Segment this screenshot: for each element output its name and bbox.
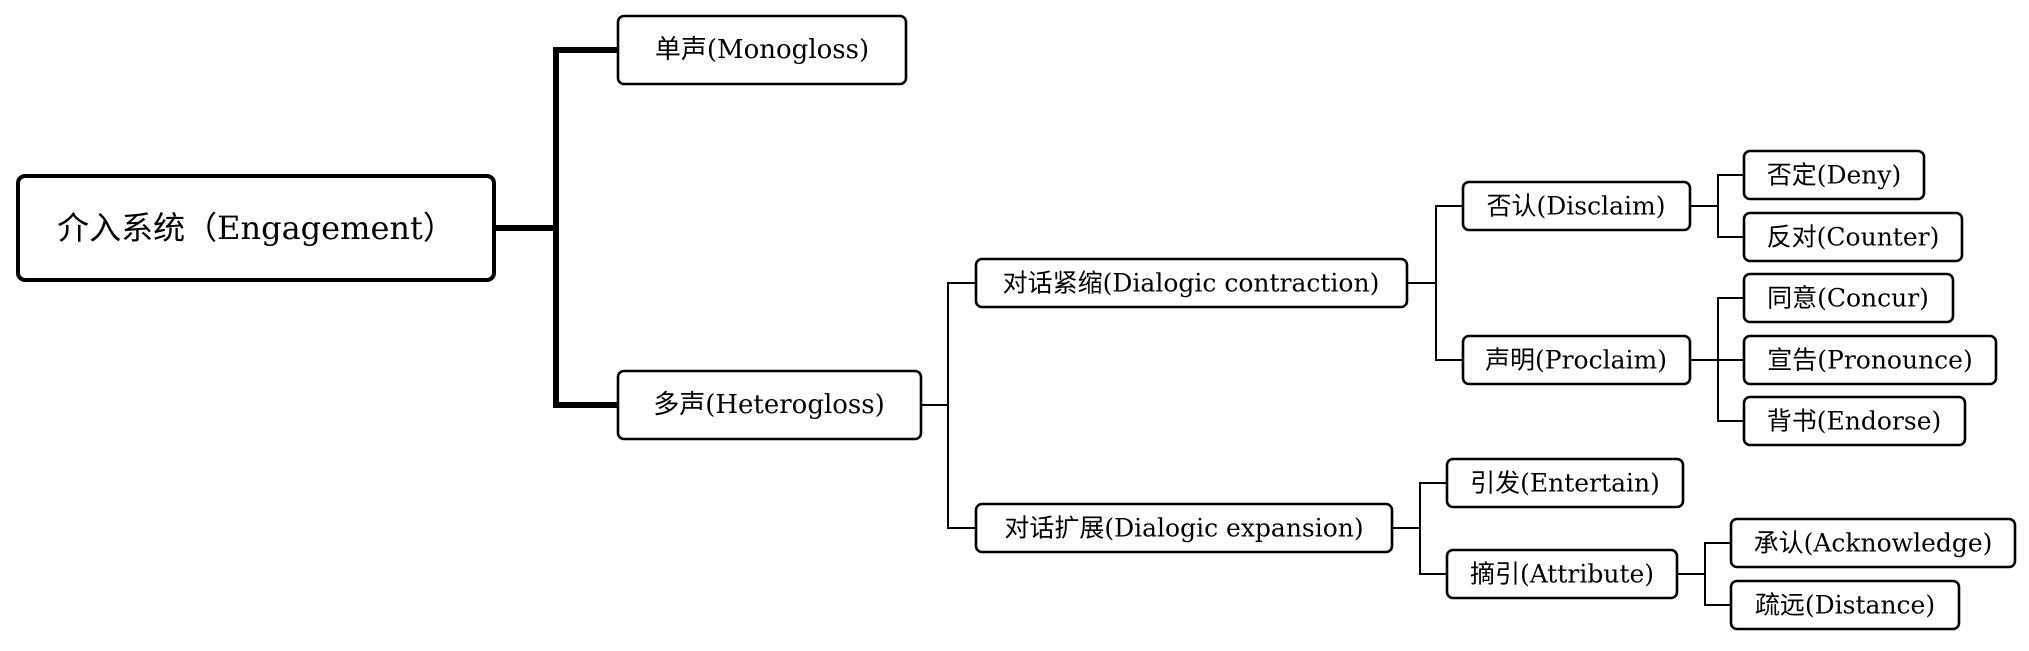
connectors-contraction [1406,205,1464,361]
node-label: 摘引(Attribute) [1470,560,1654,589]
node-label: 对话紧缩(Dialogic contraction) [1003,269,1380,298]
connectors-expansion [1391,482,1448,575]
node-pronounce: 宣告(Pronounce) [1742,334,1998,386]
connectors-root [491,47,621,408]
node-distance: 疏远(Distance) [1729,579,1961,631]
node-dialogic-contraction: 对话紧缩(Dialogic contraction) [974,257,1409,309]
connectors-disclaim [1689,174,1745,238]
node-deny: 否定(Deny) [1742,149,1926,201]
node-concur: 同意(Concur) [1742,272,1955,324]
node-label: 引发(Entertain) [1470,469,1660,498]
node-acknowledge: 承认(Acknowledge) [1729,517,2017,569]
node-attribute: 摘引(Attribute) [1445,548,1679,600]
node-label: 声明(Proclaim) [1485,346,1667,375]
node-label: 同意(Concur) [1767,284,1929,313]
node-counter: 反对(Counter) [1742,211,1964,263]
node-heterogloss: 多声(Heterogloss) [616,369,923,441]
node-dialogic-expansion: 对话扩展(Dialogic expansion) [974,502,1394,554]
node-label: 介入系统（Engagement） [57,209,455,247]
connectors-proclaim [1689,297,1745,422]
node-engagement: 介入系统（Engagement） [16,174,496,282]
connectors-heterogloss [920,282,977,529]
node-endorse: 背书(Endorse) [1742,395,1967,447]
node-label: 承认(Acknowledge) [1754,529,1993,558]
node-proclaim: 声明(Proclaim) [1461,334,1692,386]
node-label: 疏远(Distance) [1755,591,1935,620]
node-label: 背书(Endorse) [1767,407,1942,436]
node-label: 否定(Deny) [1767,161,1902,190]
node-entertain: 引发(Entertain) [1445,457,1685,509]
node-disclaim: 否认(Disclaim) [1461,180,1692,232]
connectors-attribute [1676,542,1732,606]
node-label: 对话扩展(Dialogic expansion) [1004,514,1363,543]
node-monogloss: 单声(Monogloss) [616,14,908,86]
node-label: 反对(Counter) [1767,223,1940,252]
node-label: 宣告(Pronounce) [1767,346,1972,375]
node-label: 单声(Monogloss) [655,35,869,65]
node-label: 否认(Disclaim) [1487,192,1666,221]
node-label: 多声(Heterogloss) [653,390,885,420]
